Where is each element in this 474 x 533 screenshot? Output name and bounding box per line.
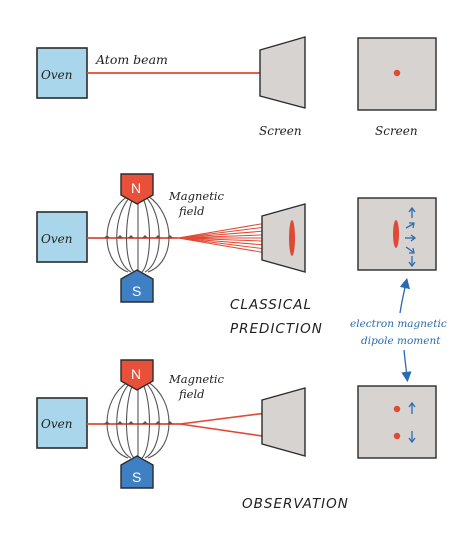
magnetic-label: Magnetic: [168, 372, 225, 386]
field-arrow-marks: [104, 421, 173, 424]
row-no-field: Oven Atom beam Screen Screen: [36, 36, 437, 138]
classical-spread-on-angled-screen: [289, 220, 295, 256]
oven-box: [36, 397, 88, 449]
observation-label: OBSERVATION: [242, 496, 349, 512]
pointer-arrow-down: [401, 349, 412, 383]
magnet-north: [120, 359, 154, 391]
oven-box: [36, 47, 88, 99]
screen-angled: [261, 387, 306, 457]
oven-box: [36, 211, 88, 263]
magnet-north: [120, 173, 154, 205]
screen-front: [357, 385, 437, 459]
pole-n-label: N: [131, 366, 141, 382]
oven-label: Oven: [41, 232, 72, 246]
magnet-south: [120, 455, 154, 489]
pole-s-label: S: [132, 283, 141, 299]
pole-s-label: S: [132, 469, 141, 485]
field-lines: [106, 381, 170, 459]
magnetic-label: Magnetic: [168, 189, 225, 203]
up-arrow-icon-head: [408, 206, 416, 213]
screen-angled: [261, 203, 306, 273]
field-label: field: [178, 387, 205, 401]
dipole-moment-label: dipole moment: [361, 335, 441, 347]
classical-smear: [393, 220, 399, 248]
classical-label: CLASSICAL: [230, 297, 312, 313]
moment-arrows: [405, 206, 417, 268]
screen-label-1: Screen: [259, 124, 302, 138]
field-arrow-marks: [104, 235, 173, 238]
spot-upper: [393, 405, 401, 413]
spot-lower: [393, 432, 401, 440]
row-observation: Oven N S Magnetic field: [36, 359, 437, 512]
pointer-arrow-up: [399, 277, 410, 314]
field-label: field: [178, 204, 205, 218]
magnet-south: [120, 269, 154, 303]
oven-label: Oven: [41, 68, 72, 82]
electron-magnetic-label: electron magnetic: [350, 318, 447, 330]
row-classical: Oven N S Magnetic field: [36, 173, 447, 383]
screen-angled: [259, 36, 306, 109]
prediction-label: PREDICTION: [230, 321, 323, 337]
oven-label: Oven: [41, 417, 72, 431]
moment-arrows: [408, 401, 416, 444]
screen-label-2: Screen: [375, 124, 418, 138]
pole-n-label: N: [131, 180, 141, 196]
atom-beam-label: Atom beam: [95, 52, 168, 67]
field-lines: [106, 195, 170, 273]
beam-spot: [393, 69, 401, 77]
